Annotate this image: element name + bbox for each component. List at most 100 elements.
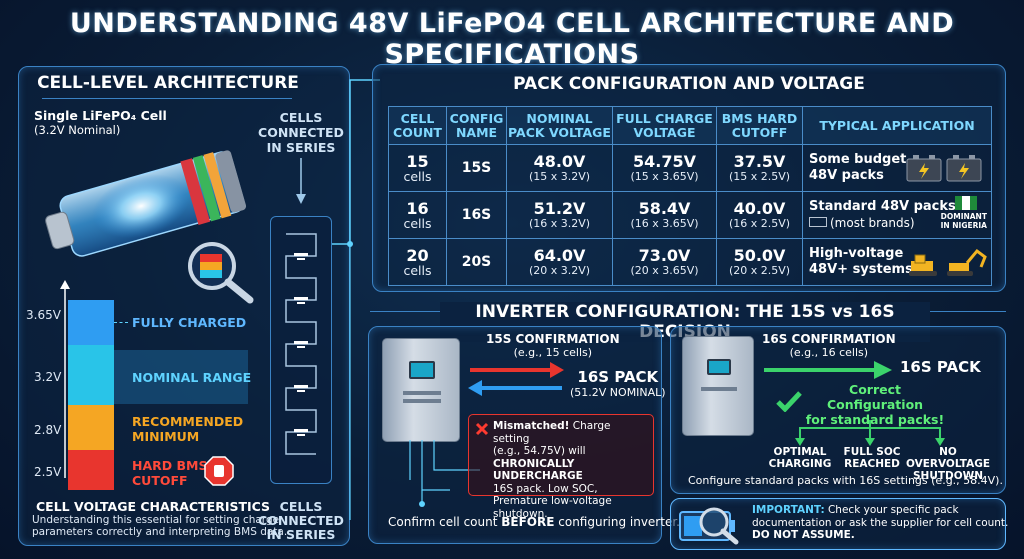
- lifepo4-cell-illustration: [45, 150, 247, 257]
- magnifier-icon: [188, 242, 254, 304]
- connector-lines: [332, 79, 380, 520]
- series-top-1: CELLS: [279, 110, 323, 125]
- important-line-3: DO NOT ASSUME.: [752, 529, 855, 541]
- warning-mismatched: Mismatched!: [493, 420, 570, 432]
- important-note-text: IMPORTANT: Check your specific pack docu…: [752, 504, 1008, 542]
- recommended-label-2: MINIMUM: [132, 429, 200, 444]
- configure-16s-text: Configure standard packs with 16S settin…: [688, 474, 1003, 487]
- nominal-range-label: NOMINAL RANGE: [132, 370, 252, 385]
- voltage-axis: [60, 280, 70, 478]
- recommended-label-1: RECOMMENDED: [132, 414, 244, 429]
- cell-label: Single LiFePO₄ Cell (3.2V Nominal): [34, 108, 167, 138]
- nominal-voltage: 51.2V(16 x 3.2V): [506, 191, 613, 239]
- correct-line-2: for standard packs!: [805, 412, 945, 427]
- nominal-range-bar: [68, 345, 114, 405]
- important-label: IMPORTANT:: [752, 504, 825, 516]
- recommended-minimum-label: RECOMMENDED MINIMUM: [132, 414, 243, 444]
- cell-label-name: Single LiFePO₄ Cell: [34, 108, 167, 123]
- header-typical-application: TYPICAL APPLICATION: [802, 106, 992, 145]
- nigeria-flag-icon: [955, 196, 977, 210]
- series-down-arrow: [296, 158, 306, 204]
- mismatch-warning-box: Mismatched! Charge setting (e.g., 54.75V…: [468, 414, 654, 520]
- warning-line-5: Premature low-voltage shutdown.: [493, 495, 612, 520]
- cell-voltage-characteristics-title: CELL VOLTAGE CHARACTERISTICS: [36, 499, 271, 514]
- confirm-before-text: Confirm cell count BEFORE configuring in…: [388, 515, 680, 529]
- full-charge-voltage: 73.0V(20 x 3.65V): [612, 238, 717, 286]
- stop-hand-icon: [204, 456, 234, 486]
- config-name: 20S: [446, 238, 507, 286]
- warning-line-2: (e.g., 54.75V) will: [493, 445, 586, 457]
- full-charge-voltage: 54.75V(15 x 3.65V): [612, 144, 717, 192]
- battery-magnifier-icon: [679, 507, 739, 545]
- bms-cutoff: 50.0V(20 x 2.5V): [716, 238, 803, 286]
- voltage-label-32: 3.2V: [34, 370, 62, 384]
- inverter-device-right: [682, 336, 754, 436]
- nominal-band: [114, 350, 248, 404]
- series-bottom-1: CELLS: [279, 499, 323, 514]
- important-line-1: Check your specific pack: [824, 504, 959, 516]
- battery-module-icon: [809, 217, 827, 227]
- series-bottom-2: CONNECTED: [258, 513, 344, 528]
- voltage-label-28: 2.8V: [34, 423, 62, 437]
- bms-cutoff: 37.5V(15 x 2.5V): [716, 144, 803, 192]
- hard-bms-cutoff-label: HARD BMS CUTOFF: [132, 458, 207, 488]
- cells-in-series-bottom-label: CELLS CONNECTED IN SERIES: [256, 500, 346, 542]
- left-conf-sub: (e.g., 15 cells): [513, 346, 593, 359]
- check-mark-icon: [776, 391, 802, 412]
- result-branches: [795, 420, 945, 446]
- bms-cutoff: 40.0V(16 x 2.5V): [716, 191, 803, 239]
- recommended-minimum-bar: [68, 405, 114, 450]
- voltage-label-365: 3.65V: [26, 308, 61, 322]
- correct-configuration-text: Correct Configuration for standard packs…: [800, 382, 950, 427]
- cell-voltage-characteristics-text: Understanding this essential for setting…: [32, 514, 287, 538]
- warning-line-4: 16S pack. Low SOC,: [493, 482, 598, 495]
- pack-panel-title: PACK CONFIGURATION AND VOLTAGE: [513, 74, 865, 94]
- cell-panel-title: CELL-LEVEL ARCHITECTURE: [37, 73, 299, 93]
- config-name: 16S: [446, 191, 507, 239]
- series-top-3: IN SERIES: [266, 140, 336, 155]
- config-name: 15S: [446, 144, 507, 192]
- right-conf-sub: (e.g., 16 cells): [789, 346, 869, 359]
- char-text-2: parameters correctly and interpreting BM…: [32, 526, 288, 538]
- excavator-icon: [909, 248, 987, 276]
- correct-arrow: [764, 361, 892, 379]
- page-title: UNDERSTANDING 48V LiFePO4 CELL ARCHITECT…: [69, 8, 955, 70]
- important-line-2: documentation or ask the supplier for ce…: [752, 516, 1009, 529]
- mismatch-arrows: [468, 362, 564, 396]
- left-pack-label: 16S PACK: [577, 368, 659, 386]
- fully-charged-label: FULLY CHARGED: [132, 315, 247, 330]
- correct-line-1: Correct Configuration: [826, 382, 924, 412]
- nominal-voltage: 48.0V(15 x 3.2V): [506, 144, 613, 192]
- typical-application: Standard 48V packs (most brands) DOMINAN…: [802, 191, 992, 239]
- warning-line-3: CHRONICALLY UNDERCHARGE: [493, 457, 583, 483]
- series-string-box: [270, 216, 332, 484]
- full-charge-voltage: 58.4V(16 x 3.65V): [612, 191, 717, 239]
- warning-line-1: Charge setting: [493, 420, 611, 445]
- fully-charged-bar: [68, 300, 114, 345]
- voltage-label-25: 2.5V: [34, 465, 62, 479]
- x-mark-icon: [475, 422, 489, 436]
- right-conf-title: 16S CONFIRMATION: [762, 332, 896, 346]
- char-text-1: Understanding this essential for setting…: [32, 514, 280, 526]
- left-16s-pack: 16S PACK (51.2V NOMINAL): [570, 368, 666, 399]
- hard-cutoff-bar: [68, 450, 114, 490]
- series-top-2: CONNECTED: [258, 125, 344, 140]
